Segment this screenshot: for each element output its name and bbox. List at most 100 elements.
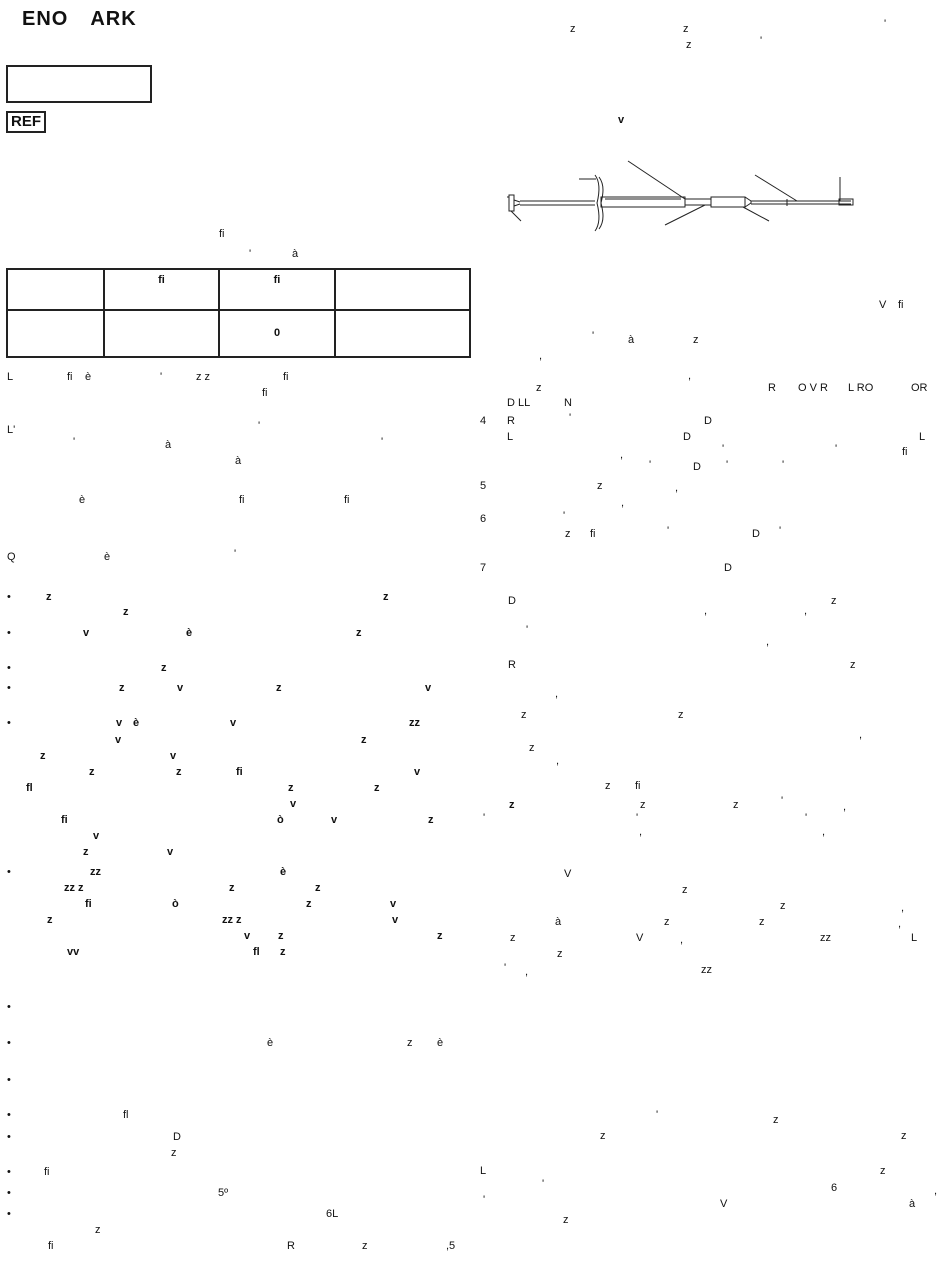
- text-fragment: z: [46, 591, 52, 603]
- text-fragment: ': [258, 420, 261, 432]
- text-fragment: •: [7, 1037, 11, 1049]
- logo-text-part1: ENO: [22, 8, 69, 30]
- text-fragment: z: [759, 916, 765, 928]
- text-fragment: OR: [911, 382, 928, 394]
- text-fragment: è: [186, 627, 193, 639]
- text-fragment: ,: [555, 688, 559, 700]
- text-fragment: ': [760, 35, 763, 47]
- text-fragment: ,: [680, 934, 684, 946]
- text-fragment: ': [483, 812, 486, 824]
- text-fragment: z: [640, 799, 646, 811]
- text-fragment: •: [7, 1187, 11, 1199]
- text-fragment: z: [686, 39, 692, 51]
- text-fragment: v: [116, 717, 123, 729]
- text-fragment: ': [649, 459, 652, 471]
- text-fragment: fi: [61, 814, 68, 826]
- text-fragment: v: [618, 114, 625, 126]
- text-fragment: z: [780, 900, 786, 912]
- text-fragment: •: [7, 627, 11, 639]
- text-fragment: ,: [704, 605, 708, 617]
- text-fragment: fi: [590, 528, 596, 540]
- text-fragment: v: [230, 717, 237, 729]
- text-fragment: z: [683, 23, 689, 35]
- text-fragment: ': [636, 812, 639, 824]
- text-fragment: v: [392, 914, 399, 926]
- text-fragment: ,: [804, 605, 808, 617]
- text-fragment: z: [315, 882, 321, 894]
- text-fragment: z: [536, 382, 542, 394]
- text-fragment: z: [565, 528, 571, 540]
- text-fragment: fl: [123, 1109, 129, 1121]
- text-fragment: è: [79, 494, 86, 506]
- text-fragment: z: [831, 595, 837, 607]
- text-fragment: 6: [480, 513, 487, 525]
- text-fragment: V: [564, 868, 572, 880]
- text-fragment: z: [161, 662, 167, 674]
- text-fragment: z: [773, 1114, 779, 1126]
- text-fragment: zz z: [222, 914, 242, 926]
- text-fragment: è: [267, 1037, 274, 1049]
- text-fragment: ': [249, 248, 252, 260]
- text-fragment: è: [437, 1037, 444, 1049]
- text-fragment: ': [542, 1178, 545, 1190]
- text-fragment: D: [724, 562, 732, 574]
- text-fragment: ': [722, 443, 725, 455]
- text-fragment: ': [781, 795, 784, 807]
- text-fragment: z: [510, 932, 516, 944]
- text-fragment: 4: [480, 415, 487, 427]
- text-fragment: z: [563, 1214, 569, 1226]
- text-fragment: Q: [7, 551, 16, 563]
- text-fragment: z: [597, 480, 603, 492]
- text-fragment: •: [7, 662, 11, 674]
- table-cell-value: 0: [218, 308, 336, 359]
- text-fragment: 6: [831, 1182, 838, 1194]
- text-fragment: ': [592, 330, 595, 342]
- text-fragment: •: [7, 682, 11, 694]
- text-fragment: fl: [26, 782, 33, 794]
- text-fragment: zz: [701, 964, 712, 976]
- text-fragment: z: [850, 659, 856, 671]
- text-fragment: v: [93, 830, 100, 842]
- text-fragment: ,: [901, 902, 905, 914]
- table-header-cell: [334, 268, 471, 311]
- text-fragment: ò: [172, 898, 179, 910]
- text-fragment: z: [509, 799, 515, 811]
- text-fragment: z: [280, 946, 286, 958]
- text-fragment: ,: [621, 497, 625, 509]
- text-fragment: D: [704, 415, 712, 427]
- text-fragment: z: [880, 1165, 886, 1177]
- text-fragment: •: [7, 1109, 11, 1121]
- text-fragment: z: [83, 846, 89, 858]
- text-fragment: z: [693, 334, 699, 346]
- text-fragment: à: [555, 916, 562, 928]
- text-fragment: v: [170, 750, 177, 762]
- text-fragment: à: [235, 455, 242, 467]
- text-fragment: fi: [236, 766, 243, 778]
- text-fragment: V: [720, 1198, 728, 1210]
- text-fragment: R: [768, 382, 776, 394]
- text-fragment: è: [104, 551, 111, 563]
- table-cell: [103, 308, 220, 359]
- text-fragment: z: [356, 627, 362, 639]
- text-fragment: z: [47, 914, 53, 926]
- text-fragment: ,: [688, 370, 692, 382]
- text-fragment: à: [165, 439, 172, 451]
- text-fragment: L RO: [848, 382, 874, 394]
- table-cell: [6, 308, 105, 359]
- text-fragment: 6L: [326, 1208, 339, 1220]
- text-fragment: •: [7, 717, 11, 729]
- text-fragment: è: [280, 866, 287, 878]
- text-fragment: z: [176, 766, 182, 778]
- text-fragment: v: [425, 682, 432, 694]
- text-fragment: z: [529, 742, 535, 754]
- logo-text-part2: ARK: [90, 8, 137, 30]
- text-fragment: ,: [766, 636, 770, 648]
- text-fragment: ': [782, 459, 785, 471]
- text-fragment: fi: [898, 299, 904, 311]
- text-fragment: D: [508, 595, 516, 607]
- ref-symbol: REF: [6, 111, 46, 133]
- text-fragment: z: [374, 782, 380, 794]
- text-fragment: z: [901, 1130, 907, 1142]
- text-fragment: ,: [675, 482, 679, 494]
- text-fragment: •: [7, 1208, 11, 1220]
